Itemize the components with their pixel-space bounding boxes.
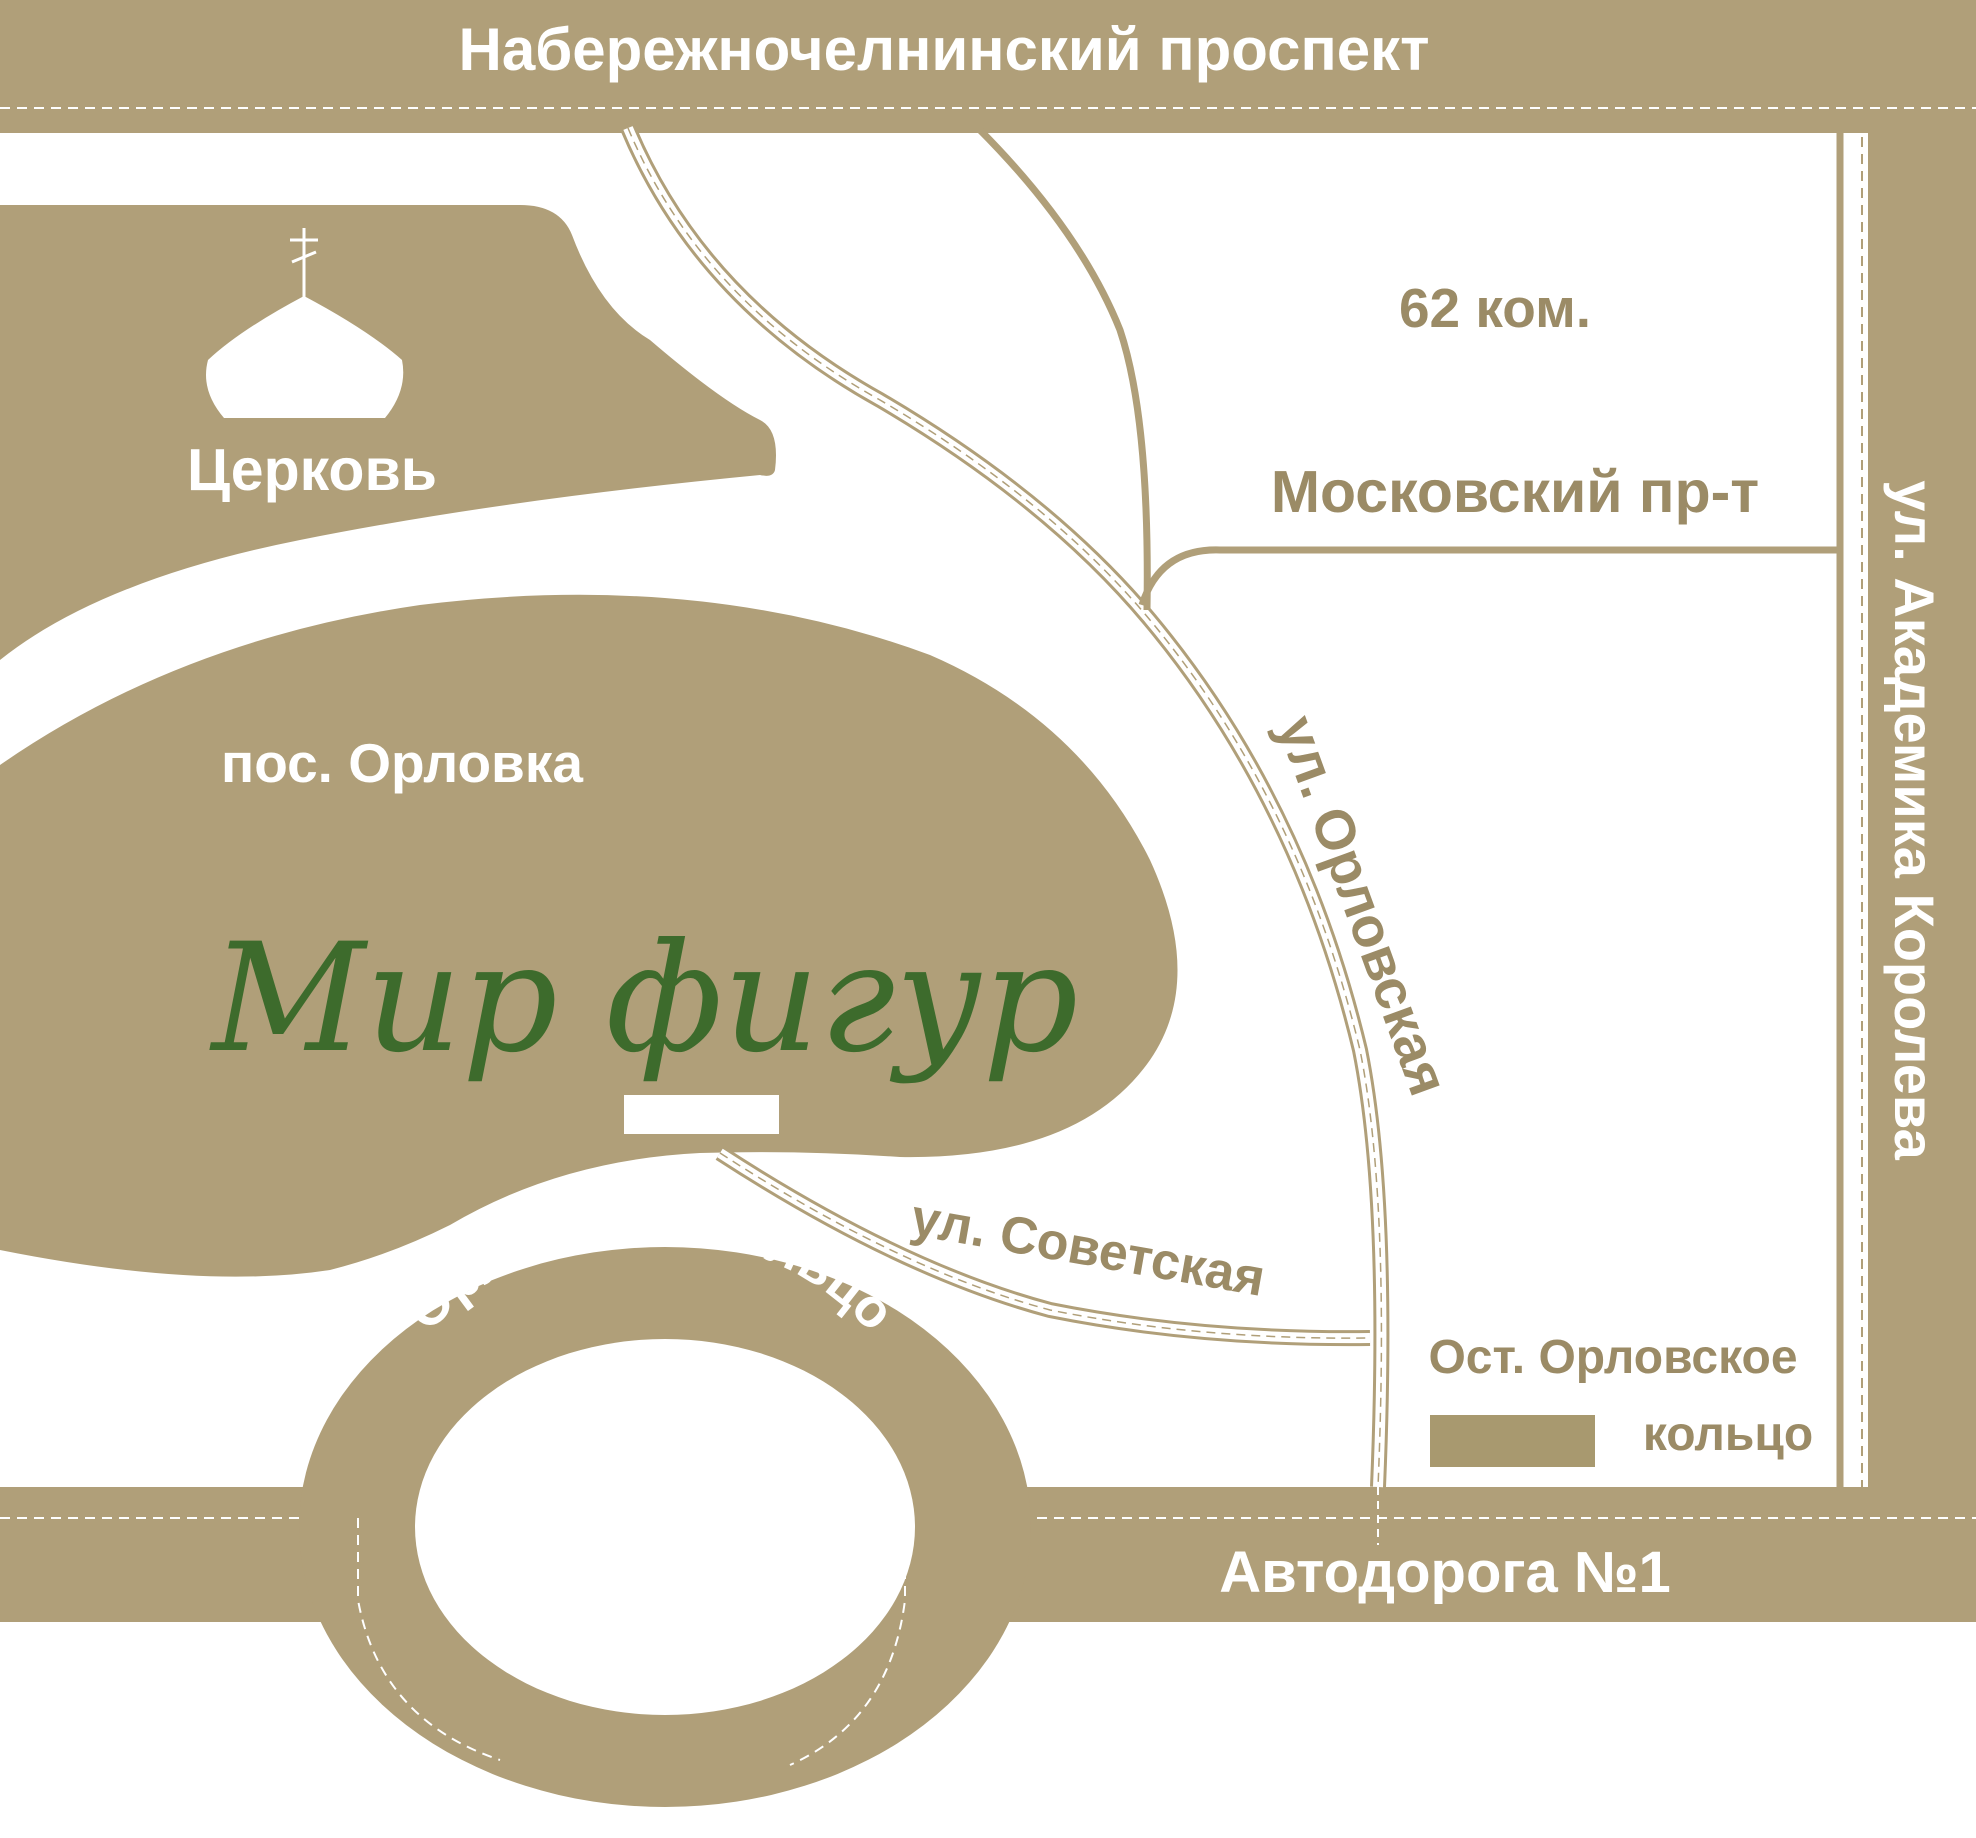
top-avenue-label: Набережночелнинский проспект [459, 16, 1430, 83]
church-dome-icon [206, 228, 404, 418]
sovetskaya-road [715, 1146, 1371, 1347]
highway-label: Автодорога №1 [1219, 1540, 1671, 1605]
bus-stop-marker [1430, 1415, 1595, 1467]
church-area [0, 205, 776, 660]
village-area [0, 594, 1178, 1277]
village-label: пос. Орловка [221, 732, 583, 794]
curved-road-upper [975, 125, 1151, 611]
diagonal-road [620, 124, 1390, 1488]
korolev-road [1868, 128, 1976, 1513]
korolev-label: ул. Академика Королева [1883, 480, 1946, 1160]
moskovsky-road [1138, 546, 1840, 607]
orlovskoe-ring-hole [415, 1339, 915, 1715]
moskovsky-label: Московский пр-т [1271, 459, 1759, 525]
ring-dashes-right [789, 1518, 906, 1766]
stop-label-line1: Ост. Орловское [1428, 1331, 1797, 1384]
ring-dashes-left [357, 1518, 501, 1761]
location-marker [624, 1095, 779, 1134]
top-avenue-road [0, 0, 1976, 133]
district-62-label: 62 ком. [1399, 277, 1591, 339]
church-label: Церковь [187, 437, 437, 503]
brand-label: Мир фигур [209, 912, 1079, 1086]
stop-label-line2: кольцо [1643, 1408, 1813, 1461]
